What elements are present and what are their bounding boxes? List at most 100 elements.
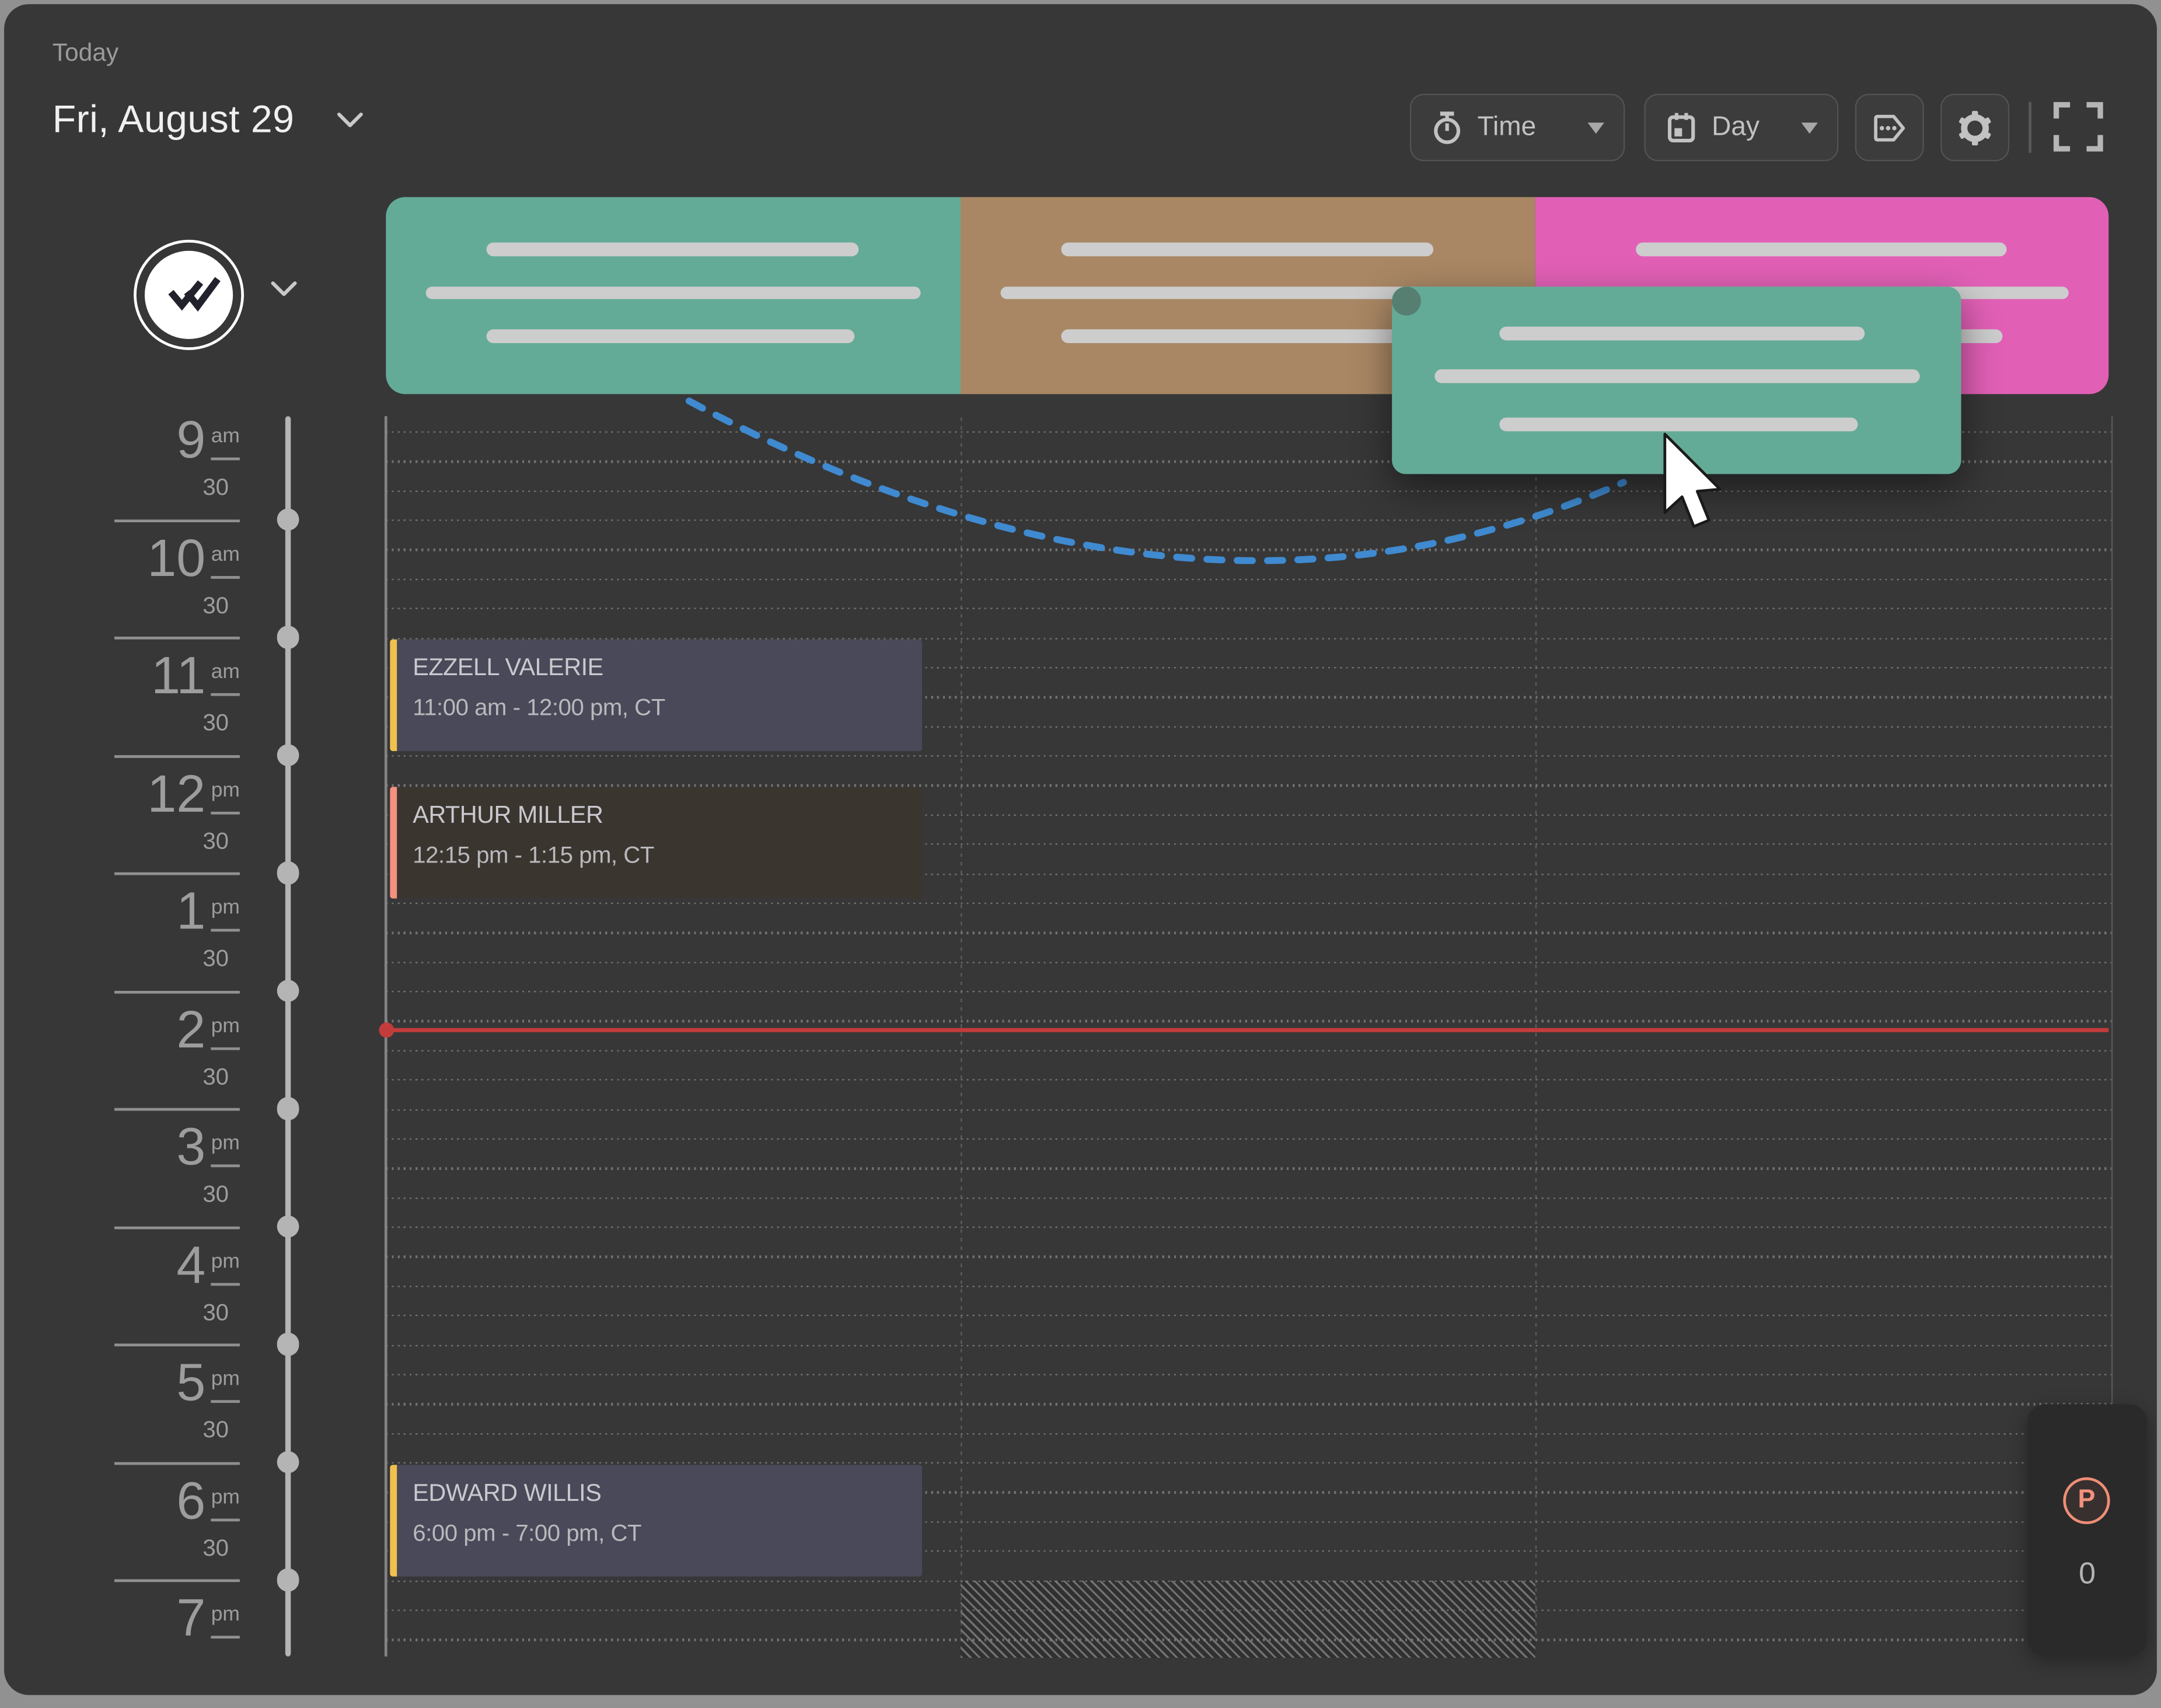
grid-line-15min bbox=[386, 1285, 2111, 1287]
grid-line-15min bbox=[386, 990, 2111, 993]
skeleton-line bbox=[1000, 286, 1495, 299]
skeleton-line bbox=[1061, 242, 1434, 256]
grid-line-15min bbox=[386, 1020, 2111, 1022]
grid-line-15min bbox=[386, 1521, 2111, 1523]
event-title: EZZELL VALERIE bbox=[413, 653, 603, 681]
timeline-hour-dot bbox=[276, 1333, 299, 1356]
toolbar-divider bbox=[2029, 102, 2031, 153]
grid-line-15min bbox=[386, 1256, 2111, 1258]
grid-line-15min bbox=[386, 1580, 2111, 1582]
timeline-hour-dot bbox=[276, 1451, 299, 1474]
grid-line-15min bbox=[386, 1315, 2111, 1317]
grid-line-15min bbox=[386, 1108, 2111, 1110]
timeline-hour-dot bbox=[276, 743, 299, 767]
grid-line-15min bbox=[386, 1197, 2111, 1199]
event-block-3[interactable]: EDWARD WILLIS 6:00 pm - 7:00 pm, CT bbox=[389, 1464, 921, 1576]
grid-line-15min bbox=[386, 1462, 2111, 1464]
skeleton-line bbox=[1434, 369, 1920, 383]
gear-icon bbox=[1956, 108, 1994, 146]
event-time-range: 12:15 pm - 1:15 pm, CT bbox=[413, 841, 654, 868]
grid-line-15min bbox=[386, 1344, 2111, 1346]
grid-line-15min bbox=[386, 1433, 2111, 1435]
skeleton-line bbox=[1499, 417, 1858, 431]
avatar[interactable] bbox=[134, 239, 245, 350]
grid-line-15min bbox=[386, 1550, 2111, 1553]
event-title: EDWARD WILLIS bbox=[413, 1478, 602, 1506]
timeline-hour-dot bbox=[276, 508, 299, 531]
day-view-label: Day bbox=[1712, 111, 1760, 142]
pending-panel[interactable]: P 0 bbox=[2027, 1404, 2148, 1657]
skeleton-line bbox=[1635, 242, 2008, 256]
grid-line-15min bbox=[386, 1226, 2111, 1228]
current-time-line bbox=[386, 1027, 2109, 1032]
grid-line-15min bbox=[386, 843, 2111, 846]
fullscreen-button[interactable] bbox=[2053, 102, 2103, 152]
grid-line-15min bbox=[386, 902, 2111, 904]
skeleton-line bbox=[426, 286, 921, 299]
allday-skeleton-card-teal[interactable] bbox=[386, 197, 961, 394]
day-view-button[interactable]: Day bbox=[1644, 93, 1839, 162]
grid-line-15min bbox=[386, 490, 2111, 492]
grid-line-15min bbox=[386, 1374, 2111, 1376]
current-time-dot bbox=[378, 1022, 395, 1038]
avatar-chevron-down-icon[interactable] bbox=[270, 280, 298, 299]
skeleton-line bbox=[486, 242, 859, 256]
messages-button[interactable] bbox=[1855, 93, 1924, 162]
grid-line-15min bbox=[386, 784, 2111, 787]
drag-anchor-dot bbox=[1391, 286, 1420, 315]
p-badge-icon: P bbox=[2063, 1477, 2110, 1524]
event-block-2[interactable]: ARTHUR MILLER 12:15 pm - 1:15 pm, CT bbox=[389, 787, 921, 899]
event-accent-bar bbox=[389, 787, 396, 899]
grid-line-15min bbox=[386, 755, 2111, 757]
grid-line-15min bbox=[386, 932, 2111, 934]
timeline-hour-dot bbox=[276, 861, 299, 885]
skeleton-line bbox=[486, 329, 854, 343]
grid-line-15min bbox=[386, 1492, 2111, 1494]
grid-line-15min bbox=[386, 1167, 2111, 1169]
skeleton-line bbox=[1499, 326, 1865, 340]
grid-line-15min bbox=[386, 1403, 2111, 1405]
caret-down-icon bbox=[1801, 122, 1818, 133]
timeline-hour-dot bbox=[276, 1215, 299, 1238]
event-title: ARTHUR MILLER bbox=[413, 800, 603, 829]
grid-line-15min bbox=[386, 814, 2111, 816]
page-title-date: Fri, August 29 bbox=[52, 97, 295, 141]
stopwatch-icon bbox=[1430, 110, 1464, 145]
calendar-day-icon bbox=[1665, 110, 1698, 145]
grid-line-15min bbox=[386, 637, 2111, 640]
settings-button[interactable] bbox=[1940, 93, 2010, 162]
grid-line-15min bbox=[386, 549, 2111, 551]
timeline-scrubber[interactable] bbox=[284, 416, 291, 1657]
date-picker[interactable]: Fri, August 29 bbox=[53, 98, 364, 142]
grid-line-15min bbox=[386, 666, 2111, 669]
caret-down-icon bbox=[1587, 122, 1604, 133]
timeline-hour-dot bbox=[276, 1097, 299, 1120]
time-mode-button[interactable]: Time bbox=[1409, 93, 1625, 162]
grid-line-15min bbox=[386, 607, 2111, 610]
grid-line-15min bbox=[386, 961, 2111, 963]
grid-line-15min bbox=[386, 578, 2111, 581]
unavailable-time-hatch bbox=[961, 1580, 1535, 1657]
timeline-hour-dot bbox=[276, 1569, 299, 1592]
event-time-range: 6:00 pm - 7:00 pm, CT bbox=[413, 1519, 642, 1546]
event-accent-bar bbox=[389, 639, 396, 752]
chevron-down-icon[interactable] bbox=[336, 111, 363, 129]
timeline-hour-dot bbox=[276, 979, 299, 1003]
fullscreen-corners-icon bbox=[2053, 102, 2103, 152]
grid-line-15min bbox=[386, 1639, 2111, 1641]
dragged-event-card[interactable] bbox=[1392, 287, 1961, 474]
timeline-hour-dot bbox=[276, 626, 299, 649]
grid-line-15min bbox=[386, 725, 2111, 728]
skeleton-line bbox=[1061, 329, 1429, 343]
